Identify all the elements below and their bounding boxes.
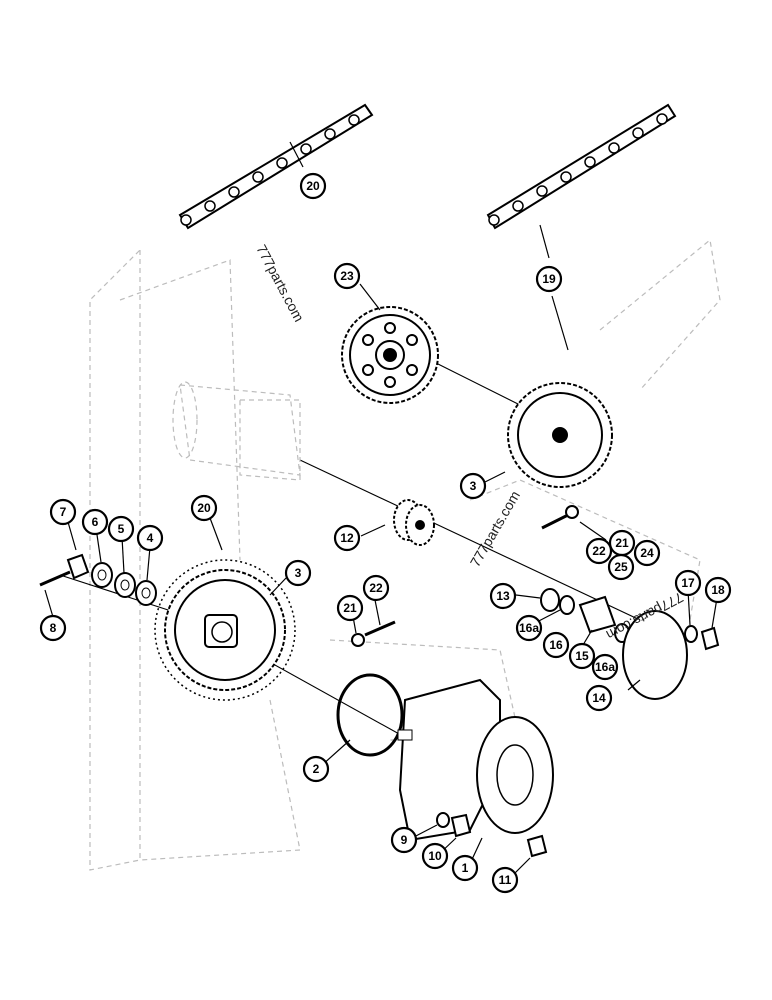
callout-22-right: 22	[585, 537, 613, 565]
right-cluster	[540, 505, 720, 700]
svg-text:2: 2	[313, 762, 320, 776]
svg-text:22: 22	[369, 581, 383, 595]
svg-text:20: 20	[197, 501, 211, 515]
svg-text:23: 23	[340, 269, 354, 283]
hub-housing-1	[397, 678, 554, 842]
svg-text:22: 22	[592, 544, 606, 558]
svg-text:1: 1	[462, 861, 469, 875]
svg-text:4: 4	[147, 531, 154, 545]
svg-text:14: 14	[592, 691, 606, 705]
sprocket-23	[341, 306, 439, 404]
svg-text:3: 3	[295, 566, 302, 580]
o-ring-2	[336, 673, 404, 757]
callout-6: 6	[81, 508, 109, 536]
callout-3-right: 3	[459, 472, 487, 500]
svg-text:24: 24	[640, 546, 654, 560]
svg-text:10: 10	[428, 849, 442, 863]
callout-22-center: 22	[362, 574, 390, 602]
callout-9: 9	[390, 826, 418, 854]
sprocket-right	[507, 382, 613, 488]
svg-text:16a: 16a	[595, 660, 615, 674]
callout-7: 7	[49, 498, 77, 526]
idler-sprocket-12	[393, 499, 435, 546]
callout-10: 10	[421, 842, 449, 870]
hub-hardware	[436, 812, 548, 858]
svg-text:21: 21	[615, 536, 629, 550]
svg-text:3: 3	[470, 479, 477, 493]
callout-14: 14	[585, 684, 613, 712]
callout-24: 24	[633, 539, 661, 567]
svg-text:25: 25	[614, 560, 628, 574]
callout-17: 17	[674, 569, 702, 597]
hydraulic-motor	[172, 381, 301, 481]
svg-text:13: 13	[496, 589, 510, 603]
roller-chain-top-right	[486, 103, 677, 230]
callout-1: 1	[451, 854, 479, 882]
callout-20-left: 20	[190, 494, 218, 522]
callout-23: 23	[333, 262, 361, 290]
callout-3-left: 3	[284, 559, 312, 587]
callout-8: 8	[39, 614, 67, 642]
leader-lines	[44, 141, 719, 881]
callouts: 20 19 23 3 12 7 6 5 4 20 3 8 21 22 21 24…	[39, 172, 732, 894]
callout-2: 2	[302, 755, 330, 783]
callout-25: 25	[607, 553, 635, 581]
svg-text:12: 12	[340, 531, 354, 545]
callout-11: 11	[491, 866, 519, 894]
watermark-2: 777parts.com	[467, 488, 523, 569]
callout-19: 19	[535, 265, 563, 293]
callout-15: 15	[568, 642, 596, 670]
sprocket-left-lower	[154, 559, 296, 701]
svg-text:5: 5	[118, 522, 125, 536]
callout-4: 4	[136, 524, 164, 552]
roller-chain-top-left	[178, 103, 374, 230]
callout-21-center: 21	[336, 594, 364, 622]
left-fasteners	[39, 553, 157, 606]
svg-text:20: 20	[306, 179, 320, 193]
callout-5: 5	[107, 515, 135, 543]
callout-20-top: 20	[299, 172, 327, 200]
callout-12: 12	[333, 524, 361, 552]
svg-text:21: 21	[343, 601, 357, 615]
callout-21-right: 21	[608, 529, 636, 557]
svg-text:16: 16	[549, 638, 563, 652]
svg-text:8: 8	[50, 621, 57, 635]
center-bolt	[351, 620, 396, 647]
callout-13: 13	[489, 582, 517, 610]
svg-text:19: 19	[542, 272, 556, 286]
watermark-1: 777parts.com	[253, 242, 307, 324]
svg-text:17: 17	[681, 576, 695, 590]
svg-text:15: 15	[575, 649, 589, 663]
callout-16a-right: 16a	[591, 653, 619, 681]
callout-16a-left: 16a	[515, 614, 543, 642]
callout-18: 18	[704, 576, 732, 604]
svg-text:18: 18	[711, 583, 725, 597]
svg-text:11: 11	[499, 873, 512, 887]
svg-text:16a: 16a	[519, 621, 539, 635]
svg-text:7: 7	[60, 505, 67, 519]
svg-text:6: 6	[92, 515, 99, 529]
callout-16: 16	[542, 631, 570, 659]
svg-text:9: 9	[401, 833, 408, 847]
